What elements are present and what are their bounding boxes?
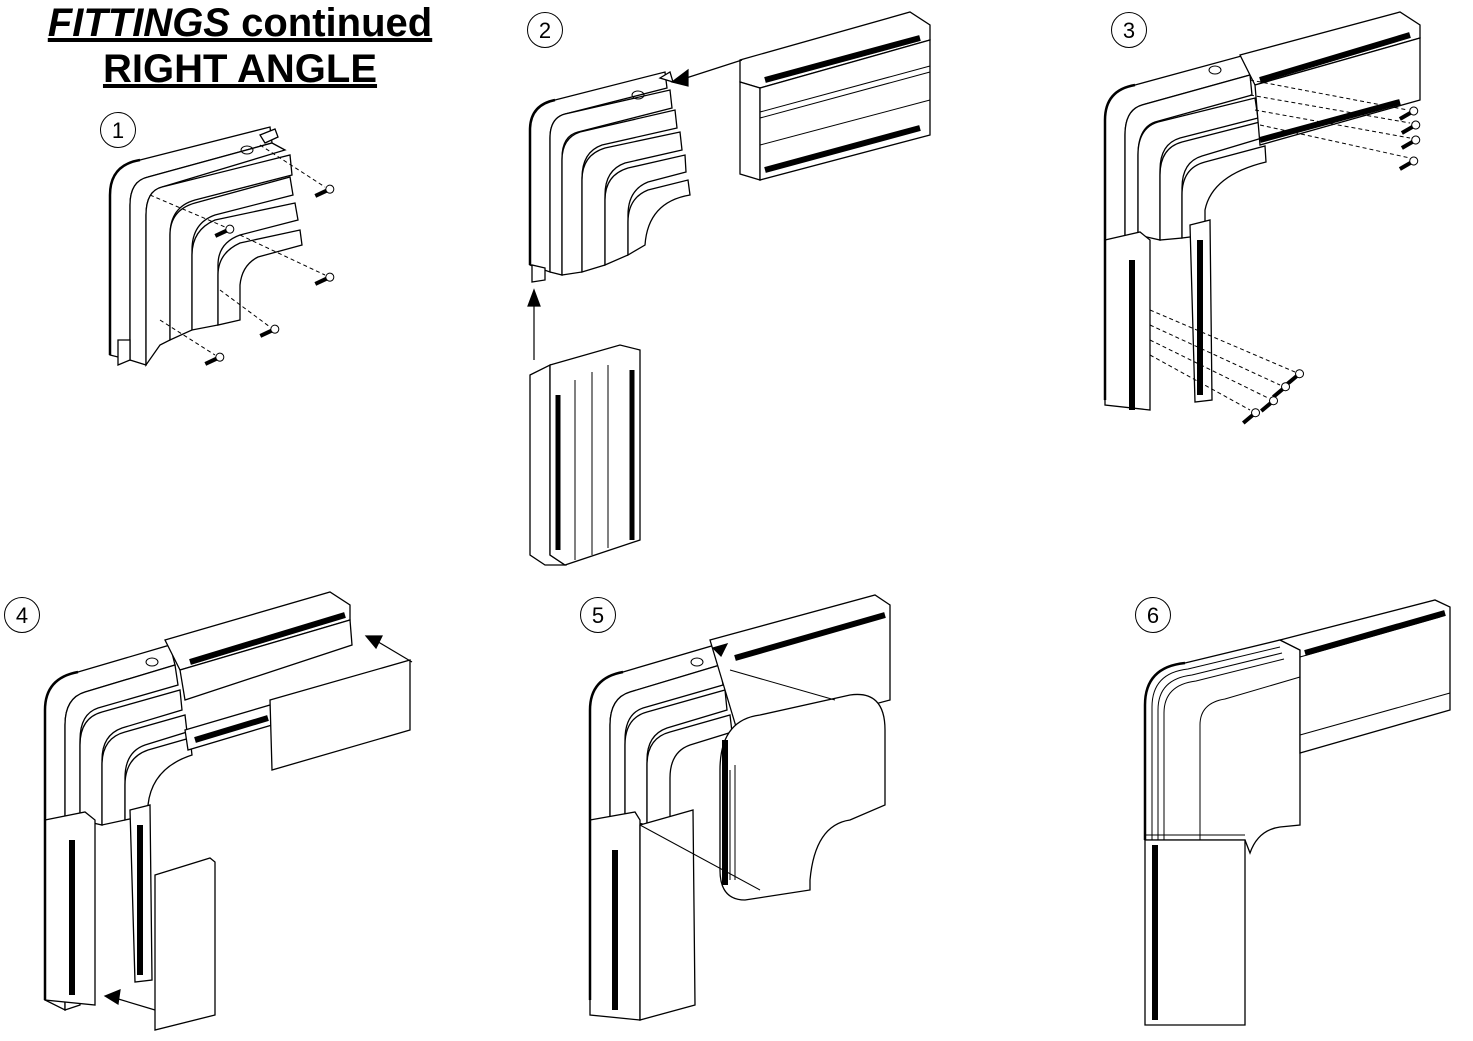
step-4-arrows [105, 636, 412, 1010]
step-5-arrows [713, 644, 727, 656]
step-6-number: 6 [1135, 597, 1171, 633]
title-line-1: FITTINGS continued [30, 0, 450, 46]
step-4-number: 4 [4, 597, 40, 633]
step-2-vertical-trunking [530, 345, 640, 565]
step-3-number: 3 [1111, 12, 1147, 48]
step-2-arrows [528, 60, 742, 360]
step-3-screws [1241, 106, 1421, 425]
step-1-number: 1 [100, 112, 136, 148]
step-5-elbow-cover-drawing [585, 590, 915, 1030]
step-1-elbow-base-drawing [100, 115, 360, 375]
title-italic: FITTINGS [47, 1, 230, 45]
step-2-horizontal-trunking [740, 12, 930, 180]
step-2-number: 2 [527, 12, 563, 48]
step-3-screw-fixing-drawing [1100, 10, 1430, 425]
step-4-cover-panels-drawing [40, 590, 420, 1030]
step-5-number: 5 [580, 597, 616, 633]
step-6-finished-assembly-drawing [1140, 595, 1460, 1035]
title-continued: continued [230, 1, 433, 45]
title-line-2: RIGHT ANGLE [102, 47, 378, 91]
step-3-screw-guides [1150, 80, 1410, 410]
page-title: FITTINGS continued RIGHT ANGLE [30, 0, 450, 92]
step-2-attach-trunking-drawing [520, 10, 940, 570]
step-1-screw-guides [150, 145, 325, 355]
step-1-screws [204, 184, 336, 366]
